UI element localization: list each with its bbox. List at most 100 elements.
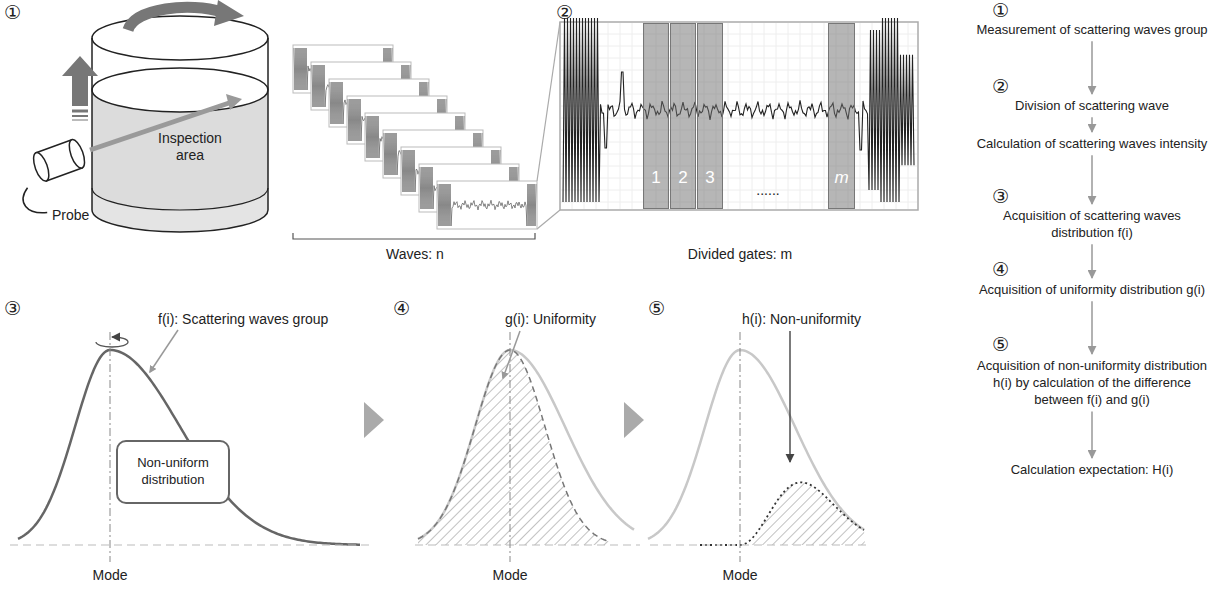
label-text: g(i): Uniformity	[505, 311, 596, 328]
callout-number: ②	[556, 2, 573, 25]
mode-line	[510, 332, 511, 562]
flow-arrow	[1091, 41, 1093, 94]
flow-arrow	[1091, 301, 1093, 354]
node-text: Division of scattering wave	[974, 97, 1210, 114]
grid-line	[561, 70, 917, 71]
step-triangle	[624, 402, 644, 438]
rotation-arrow	[128, 7, 222, 30]
node-text: 2	[678, 168, 687, 188]
node-text: Acquisition of non-uniformity distributi…	[974, 357, 1210, 408]
h-area	[700, 482, 865, 545]
scattering-wave	[563, 18, 914, 202]
grid-line	[561, 202, 917, 203]
gate-box: m	[828, 23, 855, 209]
rotation-mark	[96, 337, 128, 347]
callout-number: ④	[992, 259, 1009, 282]
process-step: Acquisition of uniformity distribution g…	[970, 280, 1214, 299]
cylinder-inner-edge	[92, 188, 268, 210]
grid-line	[632, 23, 633, 209]
callout-number: ③	[992, 186, 1009, 209]
distribution-curves	[10, 332, 870, 562]
process-step: Calculation expectation: H(i)	[970, 460, 1214, 479]
process-step: Acquisition of non-uniformity distributi…	[970, 356, 1214, 409]
zoom-line	[537, 22, 560, 181]
grid-line	[620, 23, 621, 209]
label-text: Inspection area	[145, 130, 235, 164]
callout-number: ④	[393, 298, 410, 321]
grid-line	[561, 142, 917, 143]
grid-line	[561, 58, 917, 59]
label-text: ......	[756, 182, 779, 199]
label-text: Mode	[722, 567, 757, 584]
grid-line	[561, 178, 917, 179]
cylinder-side	[91, 38, 93, 210]
grid-line	[561, 154, 917, 155]
wave-frame	[437, 181, 537, 229]
grid-line	[561, 118, 917, 119]
g-area	[418, 350, 610, 545]
label-text: Divided gates: m	[688, 246, 792, 263]
wave-trace	[438, 184, 536, 226]
lift-arrow-line	[72, 110, 88, 113]
grid-line	[561, 130, 917, 131]
baseline	[10, 545, 370, 546]
node-text: Measurement of scattering waves group	[974, 21, 1210, 38]
node-text: 3	[705, 168, 714, 188]
cylinder	[92, 16, 268, 232]
gate-box: 2	[670, 23, 696, 209]
process-step: Measurement of scattering waves group	[970, 20, 1214, 39]
cylinder-bottom	[92, 210, 268, 232]
grid-line	[561, 166, 917, 167]
grid-line	[824, 23, 825, 209]
wave-thumb	[437, 181, 537, 229]
node-text: Acquisition of uniformity distribution g…	[974, 281, 1210, 298]
node-text: Acquisition of scattering waves distribu…	[974, 207, 1210, 241]
grid-line	[860, 23, 861, 209]
baseline	[650, 545, 870, 546]
f-curve-faded	[418, 350, 634, 539]
process-step: Calculation of scattering waves intensit…	[970, 134, 1214, 153]
process-step: Division of scattering wave	[970, 96, 1214, 115]
probe-face	[66, 138, 88, 170]
inspection-top	[92, 68, 268, 112]
leader-line	[503, 331, 520, 378]
grid-line	[788, 23, 789, 209]
callout-number: ①	[992, 0, 1009, 23]
waves-bracket	[293, 233, 535, 239]
node-text: m	[834, 168, 848, 188]
callout-number: ⑤	[648, 298, 665, 321]
lift-arrow	[62, 56, 98, 106]
gate-box: 1	[643, 23, 669, 209]
flow-arrow	[1091, 117, 1093, 132]
grid-line	[800, 23, 801, 209]
zoom-line	[537, 210, 560, 229]
label-text: f(i): Scattering waves group	[158, 311, 328, 328]
flow-arrow	[1091, 244, 1093, 278]
label-text: h(i): Non-uniformity	[742, 311, 861, 328]
probe	[9, 138, 98, 219]
h-curve	[700, 482, 864, 545]
f-curve	[18, 350, 360, 545]
leader-line	[150, 330, 178, 372]
mode-line	[110, 332, 111, 562]
probe-cable	[19, 184, 47, 219]
lift-arrow-line	[72, 115, 88, 117]
label-text: Mode	[492, 567, 527, 584]
grid-line	[776, 23, 777, 209]
beam-head	[226, 94, 242, 110]
callout-number: ③	[4, 298, 21, 321]
wave-trace	[563, 18, 914, 202]
baseline	[415, 545, 640, 546]
g-curve	[418, 350, 610, 542]
flow-arrow	[1091, 411, 1093, 458]
node-text: Calculation expectation: H(i)	[974, 461, 1210, 478]
label-text: Waves: n	[386, 246, 444, 263]
rotation-arrow-head	[214, 0, 244, 26]
label-text: Probe	[52, 207, 89, 224]
wave-stack	[293, 45, 537, 229]
gate-box: 3	[697, 23, 723, 209]
step-triangle	[364, 402, 384, 438]
node-text: Non-uniform distribution	[126, 455, 220, 489]
cylinder-top	[92, 16, 268, 60]
